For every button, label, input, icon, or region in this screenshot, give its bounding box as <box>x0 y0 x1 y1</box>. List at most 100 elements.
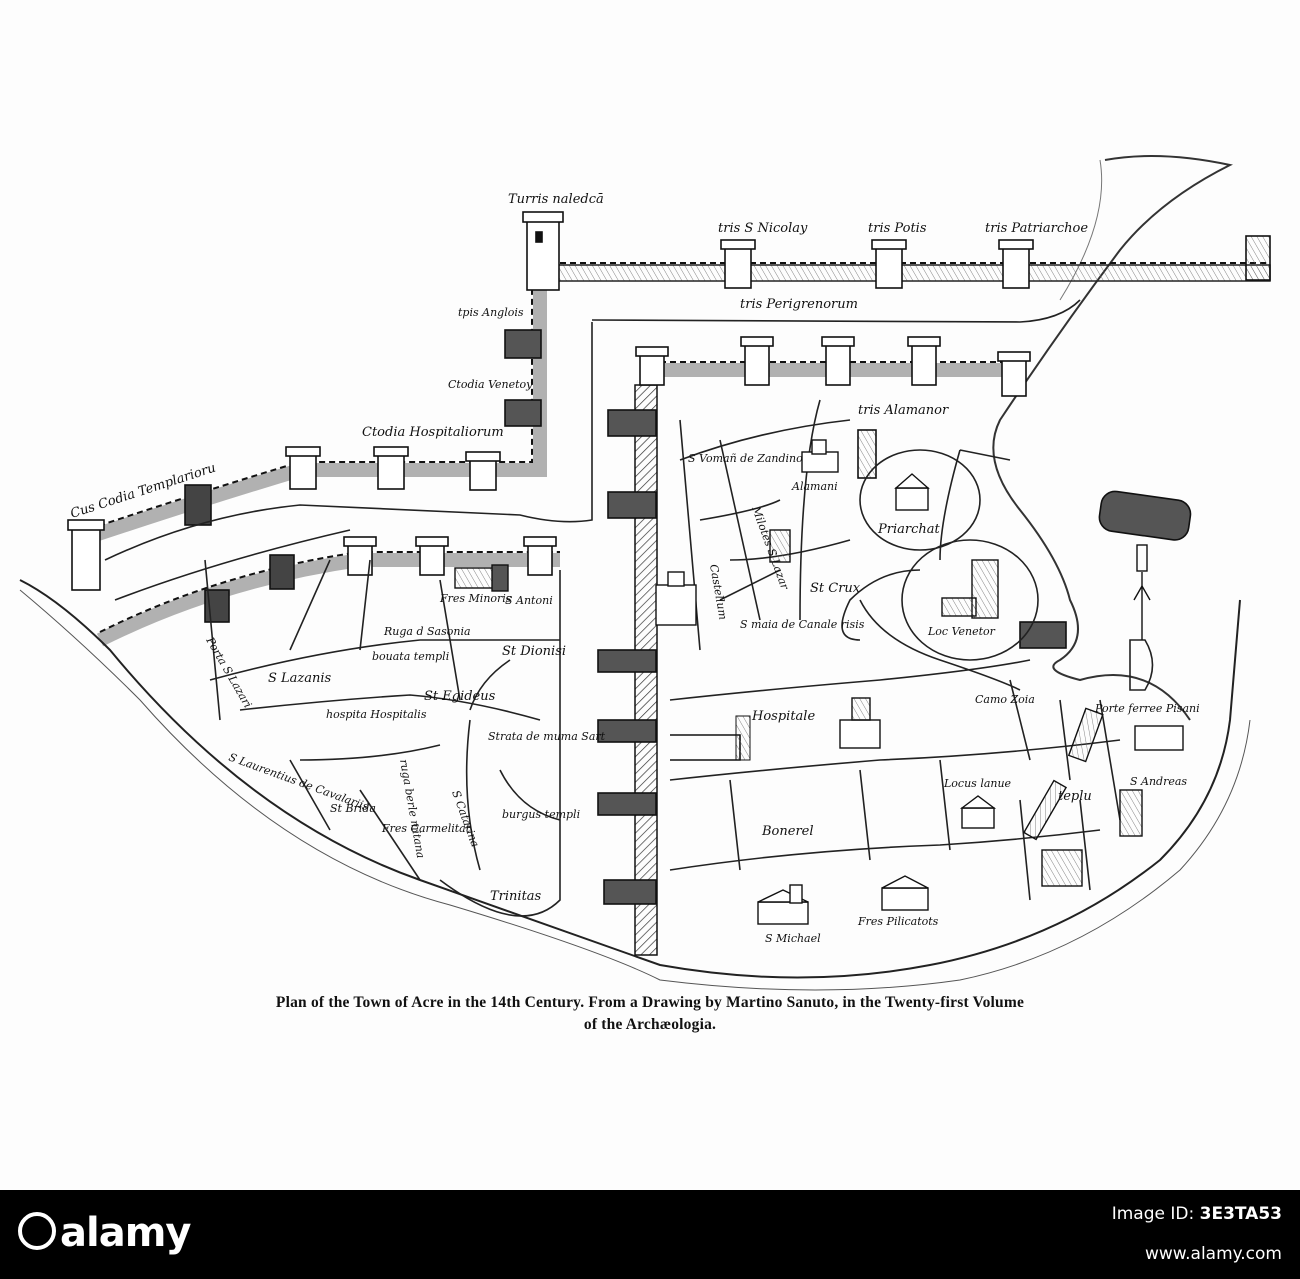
label-fres-pilicatots: Fres Pilicatots <box>857 915 939 928</box>
label-cdia-venetoy: Ctodia Venetoy <box>448 378 533 391</box>
label-bonerel: Bonerel <box>761 824 814 839</box>
loc-venetor-enclosure <box>901 539 1039 661</box>
building-s-michael <box>757 884 809 925</box>
label-fres-carmelitat: Fres Carmelitat <box>381 822 471 835</box>
label-s-michael: S Michael <box>765 932 821 945</box>
label-turris-maledicta: Turris naledcā <box>508 192 604 207</box>
building-pisani-2 <box>1134 725 1184 751</box>
coast-south <box>19 579 1241 979</box>
tower-divider-6 <box>603 879 657 905</box>
label-priarchat: Priarchat <box>877 522 940 537</box>
tower-inner-4 <box>907 336 941 386</box>
building-s-lazar <box>769 529 791 563</box>
label-alamani: Alamani <box>791 480 838 493</box>
priarchat-enclosure <box>859 449 981 551</box>
label-st-brida: St Brida <box>330 802 376 815</box>
building-fres-minoris <box>454 564 509 592</box>
image-id-label: Image ID: <box>1111 1204 1200 1224</box>
building-locus-lanue <box>959 795 997 829</box>
tower-inner-1 <box>635 346 669 386</box>
building-pilicatots <box>881 875 929 911</box>
label-st-dionisi: St Dionisi <box>502 644 566 659</box>
label-burgus-templi: burgus templi <box>502 808 580 821</box>
label-s-romani: S Vomañ de Zandino <box>688 452 803 465</box>
tower-tower-of-flies <box>1098 490 1192 541</box>
label-s-catarina: S Catarina <box>449 789 482 849</box>
tower-venetoy <box>504 399 542 427</box>
label-bouata-templi: bouata templi <box>372 650 449 663</box>
tower-inner-5 <box>997 351 1031 397</box>
label-s-maria-de-canale: S maia de Canale risis <box>740 618 865 631</box>
alamy-logo-text: alamy <box>60 1210 191 1256</box>
label-tris-potis: tris Potis <box>868 221 927 236</box>
towers <box>67 211 1271 905</box>
label-loc-venetor: Loc Venetor <box>927 625 996 638</box>
tower-inner-w5 <box>523 536 557 576</box>
alamy-logo-icon <box>18 1212 56 1250</box>
label-st-crux: St Crux <box>810 581 861 596</box>
label-locus-lanue: Locus lanue <box>943 777 1012 790</box>
tower-potis <box>871 239 907 289</box>
buildings <box>454 439 1184 925</box>
tower-divider-1 <box>607 409 657 437</box>
streets <box>104 299 1121 917</box>
tower-alamanor <box>857 429 877 479</box>
map-area: Turris naledcā tris S Nicolay tris Potis… <box>19 155 1271 1036</box>
tower-east-end <box>1245 235 1271 281</box>
tower-turris-maledicta <box>522 211 564 291</box>
map-caption: Plan of the Town of Acre in the 14th Cen… <box>60 992 1240 1036</box>
north-outer-wall <box>539 262 1271 282</box>
label-cdia-hospitaliorum: Ctodia Hospitaliorum <box>362 425 504 440</box>
tower-inner-w3 <box>343 536 377 576</box>
label-tris-anglois: tpis Anglois <box>458 306 524 319</box>
building-loc-venetor <box>941 559 999 619</box>
label-st-egideus: St Egideus <box>424 689 496 704</box>
tower-west-3 <box>285 446 321 490</box>
building-teplu-column <box>1022 779 1068 841</box>
building-teplu <box>1041 849 1083 887</box>
hospitale-wall <box>670 734 741 761</box>
building-s-andreas <box>1119 789 1143 837</box>
label-strata-de-muma-sart: Strata de muma Sart <box>488 730 606 743</box>
tower-inner-3 <box>821 336 855 386</box>
label-s-antoni: S Antoni <box>505 594 553 607</box>
label-tris-s-nicolay: tris S Nicolay <box>718 221 808 236</box>
tower-patriarche <box>998 239 1034 289</box>
label-trinitas: Trinitas <box>490 889 542 904</box>
label-castellum: Castellum <box>707 563 730 621</box>
tower-s-nicolay <box>720 239 756 289</box>
label-tris-patriarche: tris Patriarchoe <box>985 221 1088 236</box>
tower-inner-w4 <box>415 536 449 576</box>
label-tris-perigrenorum: tris Perigrenorum <box>740 297 858 312</box>
label-hospitalis: hospita Hospitalis <box>326 708 427 721</box>
building-alamani <box>801 439 839 473</box>
label-porta-s-lazari: Porta S Lazari <box>203 634 254 710</box>
tower-anglois <box>504 329 542 359</box>
label-teplu: teplu <box>1058 789 1092 804</box>
label-porte-ferree-pisani: Porte ferree Pisani <box>1094 702 1200 715</box>
alamy-logo[interactable]: alamy <box>18 1210 191 1256</box>
building-castellum <box>655 571 697 626</box>
label-ruga-berlemitana: ruga berle mitana <box>397 758 427 859</box>
stock-footer-bar: alamy Image ID: 3E3TA53 www.alamy.com <box>0 1190 1300 1279</box>
footer-info: Image ID: 3E3TA53 www.alamy.com <box>1112 1204 1282 1264</box>
tower-west-2 <box>465 451 501 491</box>
inner-wall-west <box>96 553 560 647</box>
acre-plan-engraving: Turris naledcā tris S Nicolay tris Potis… <box>19 155 1271 991</box>
footer-url[interactable]: www.alamy.com <box>1144 1244 1282 1264</box>
coast-east <box>992 155 1233 721</box>
image-id-value: 3E3TA53 <box>1199 1204 1282 1224</box>
tower-inner-2 <box>740 336 774 386</box>
label-ruga-d-sasonia: Ruga d Sasonia <box>383 625 471 638</box>
label-s-lazarus: S Lazanis <box>268 671 332 686</box>
tower-divider-3 <box>597 649 657 673</box>
tower-inner-w2 <box>269 554 295 590</box>
tower-templars <box>184 484 212 526</box>
tower-hospitaliorum <box>373 446 409 490</box>
label-fres-minoris: Fres Minoris <box>439 592 512 605</box>
tower-divider-4 <box>597 719 657 743</box>
label-tris-alamanor: tris Alamanor <box>858 403 949 418</box>
tower-divider-2 <box>607 491 657 519</box>
label-camo-zoia: Camo Zoia <box>975 693 1035 706</box>
label-s-andreas: S Andreas <box>1130 775 1187 788</box>
